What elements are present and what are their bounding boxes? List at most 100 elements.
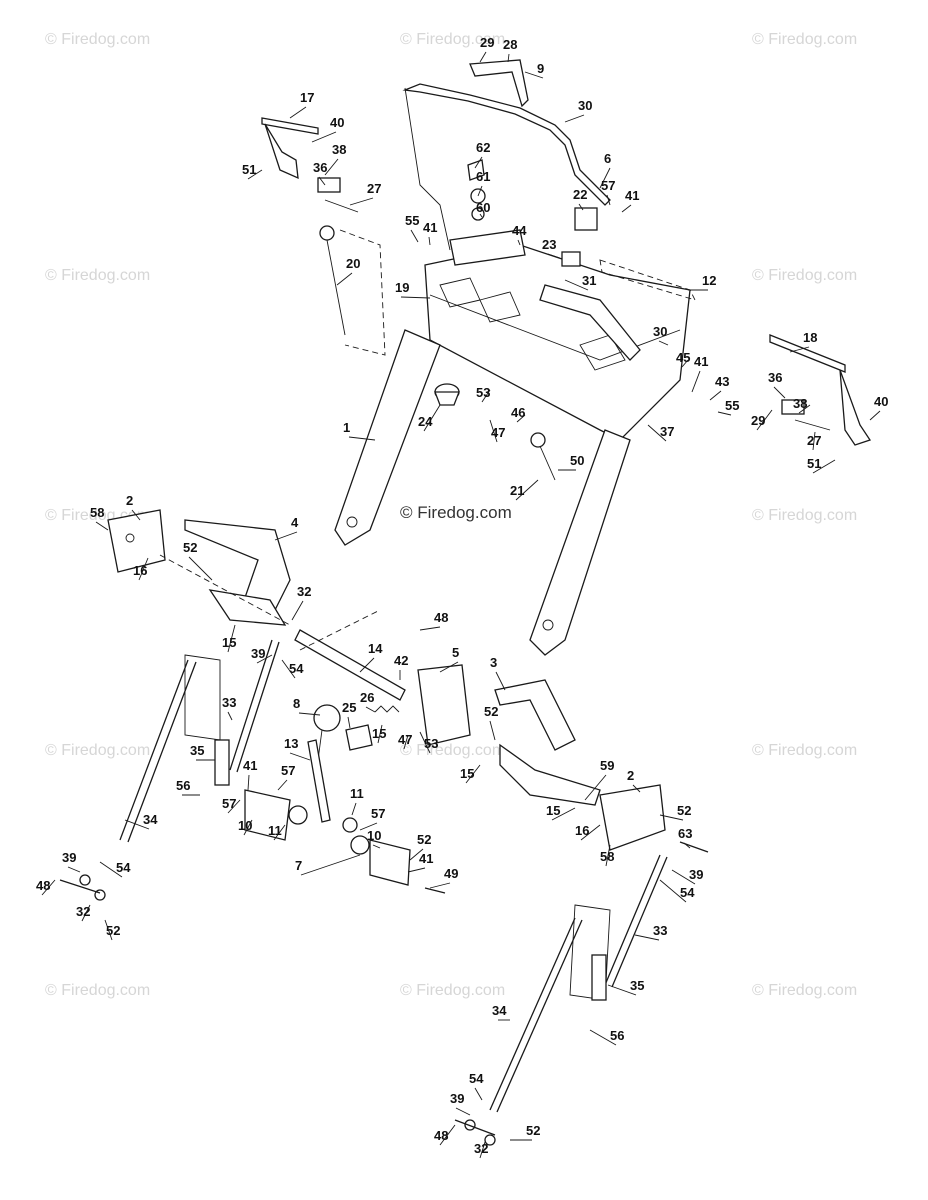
callout-36: 36 [313,160,327,186]
callout-35: 35 [607,978,644,996]
callout-label: 52 [526,1123,540,1138]
callout-32: 32 [291,584,311,621]
callout-label: 38 [793,396,807,411]
callout-label: 29 [480,35,494,50]
callout-label: 4 [291,515,299,530]
callout-label: 51 [807,456,821,471]
watermark-text: © Firedog.com [400,742,505,759]
callout-34: 34 [124,812,158,830]
leader-line [495,671,506,691]
callout-label: 54 [469,1071,484,1086]
callout-label: 5 [452,645,459,660]
leader-line [479,213,483,218]
leader-line [349,197,374,206]
callout-2: 2 [126,493,141,521]
callout-54: 54 [99,860,131,878]
leader-line [131,509,141,521]
callout-label: 15 [460,766,474,781]
leader-line [671,869,696,885]
callout-56: 56 [176,778,200,796]
callout-label: 16 [133,563,147,578]
callout-52: 52 [104,919,120,941]
callout-52: 52 [409,832,431,861]
callout-44: 44 [512,223,527,246]
callout-layer: 1223456789101011111213141515151516161718… [36,35,888,1159]
leader-line [67,866,81,873]
callout-label: 12 [702,273,716,288]
callout-18: 18 [789,330,817,353]
callout-label: 10 [238,818,252,833]
leader-line [348,436,376,441]
callout-label: 52 [417,832,431,847]
leader-line [124,819,150,830]
leader-line [428,236,431,246]
callout-label: 54 [116,860,131,875]
leader-line [377,724,383,744]
callout-label: 34 [143,812,158,827]
callout-label: 2 [627,768,634,783]
leader-line [812,431,816,451]
leader-line [419,626,441,631]
callout-57: 57 [359,806,385,831]
callout-label: 56 [610,1028,624,1043]
callout-61: 61 [476,169,490,197]
leader-line [311,131,337,143]
center-watermark: © Firedog.com [400,503,512,522]
leader-line [289,106,307,119]
callout-label: 43 [715,374,729,389]
leader-line [647,424,667,442]
callout-label: 35 [630,978,644,993]
callout-label: 10 [367,828,381,843]
callout-3: 3 [490,655,506,691]
callout-35: 35 [190,743,215,761]
leader-line [227,711,233,721]
callout-label: 41 [419,851,433,866]
leader-line [474,1087,483,1101]
callout-40: 40 [311,115,344,143]
callout-39: 39 [251,646,273,664]
callout-label: 1 [343,420,350,435]
leader-line [658,340,669,346]
callout-8: 8 [293,696,321,716]
callout-label: 57 [281,763,295,778]
callout-17: 17 [289,90,314,119]
leader-line [247,774,250,791]
callout-label: 30 [578,98,592,113]
leader-line [564,114,585,123]
leader-line [659,879,687,903]
callout-33: 33 [634,923,667,941]
leader-line [477,185,483,197]
leader-line [465,764,481,784]
callout-32: 32 [76,904,90,922]
callout-21: 21 [510,479,539,501]
callout-53: 53 [419,731,438,754]
callout-label: 41 [423,220,437,235]
callout-label: 48 [36,878,50,893]
leader-line [681,359,689,368]
callout-label: 45 [676,350,690,365]
callout-label: 29 [751,413,765,428]
callout-54: 54 [469,1071,484,1101]
callout-label: 33 [222,695,236,710]
leader-line [709,390,722,401]
callout-label: 27 [807,433,821,448]
callout-label: 36 [313,160,327,175]
callout-label: 63 [678,826,692,841]
callout-29: 29 [479,35,494,63]
leader-line [599,167,611,189]
callout-33: 33 [222,695,236,721]
callout-29: 29 [751,409,773,431]
leader-line [869,410,881,421]
callout-48: 48 [434,1124,456,1146]
leader-line [227,799,241,814]
callout-38: 38 [324,142,346,176]
callout-27: 27 [807,431,821,451]
callout-24: 24 [418,404,441,432]
callout-22: 22 [573,187,587,211]
leader-line [607,984,637,996]
callout-label: 2 [126,493,133,508]
callout-label: 40 [330,115,344,130]
callout-label: 62 [476,140,490,155]
callout-16: 16 [133,557,149,581]
callout-14: 14 [359,641,383,673]
